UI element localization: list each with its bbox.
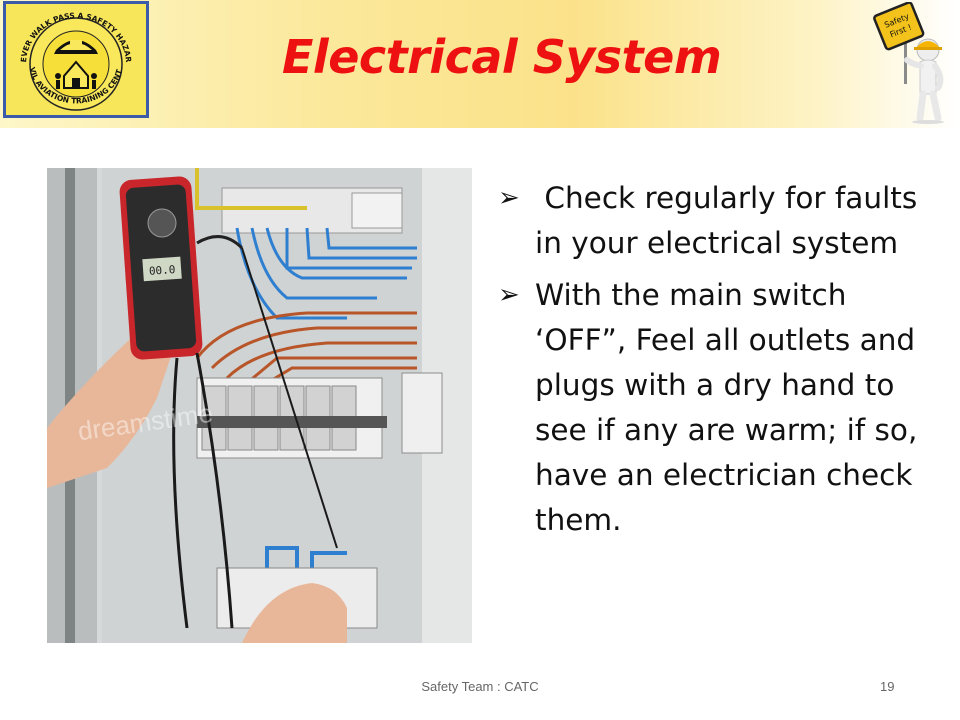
bullet-text: Check regularly for faults in your elect… bbox=[535, 181, 918, 260]
bullet-item-check-faults: ➢ Check regularly for faults in your ele… bbox=[498, 176, 938, 266]
arrow-bullet-icon: ➢ bbox=[498, 280, 520, 310]
logo-emblem-icon: NEVER WALK PASS A SAFETY HAZARD CIVIL AV… bbox=[8, 6, 133, 111]
electrical-panel-image: 00.0 dreamstime bbox=[47, 168, 472, 643]
footer-team-label: Safety Team : CATC bbox=[421, 679, 539, 694]
multimeter-reading: 00.0 bbox=[149, 263, 176, 278]
slide-page-number: 19 bbox=[880, 679, 895, 694]
slide-title: Electrical System bbox=[282, 30, 722, 84]
bullet-text: With the main switch ‘OFF”, Feel all out… bbox=[535, 278, 918, 537]
bullet-list: ➢ Check regularly for faults in your ele… bbox=[498, 176, 938, 550]
electrician-testing-panel-photo: 00.0 dreamstime bbox=[47, 168, 472, 643]
arrow-bullet-icon: ➢ bbox=[498, 183, 520, 213]
safety-first-mascot-icon: Safety First ! bbox=[873, 2, 944, 124]
bullet-item-main-switch: ➢ With the main switch ‘OFF”, Feel all o… bbox=[498, 273, 938, 543]
slide-header bbox=[0, 0, 960, 128]
catc-safety-logo: NEVER WALK PASS A SAFETY HAZARD CIVIL AV… bbox=[3, 1, 149, 118]
